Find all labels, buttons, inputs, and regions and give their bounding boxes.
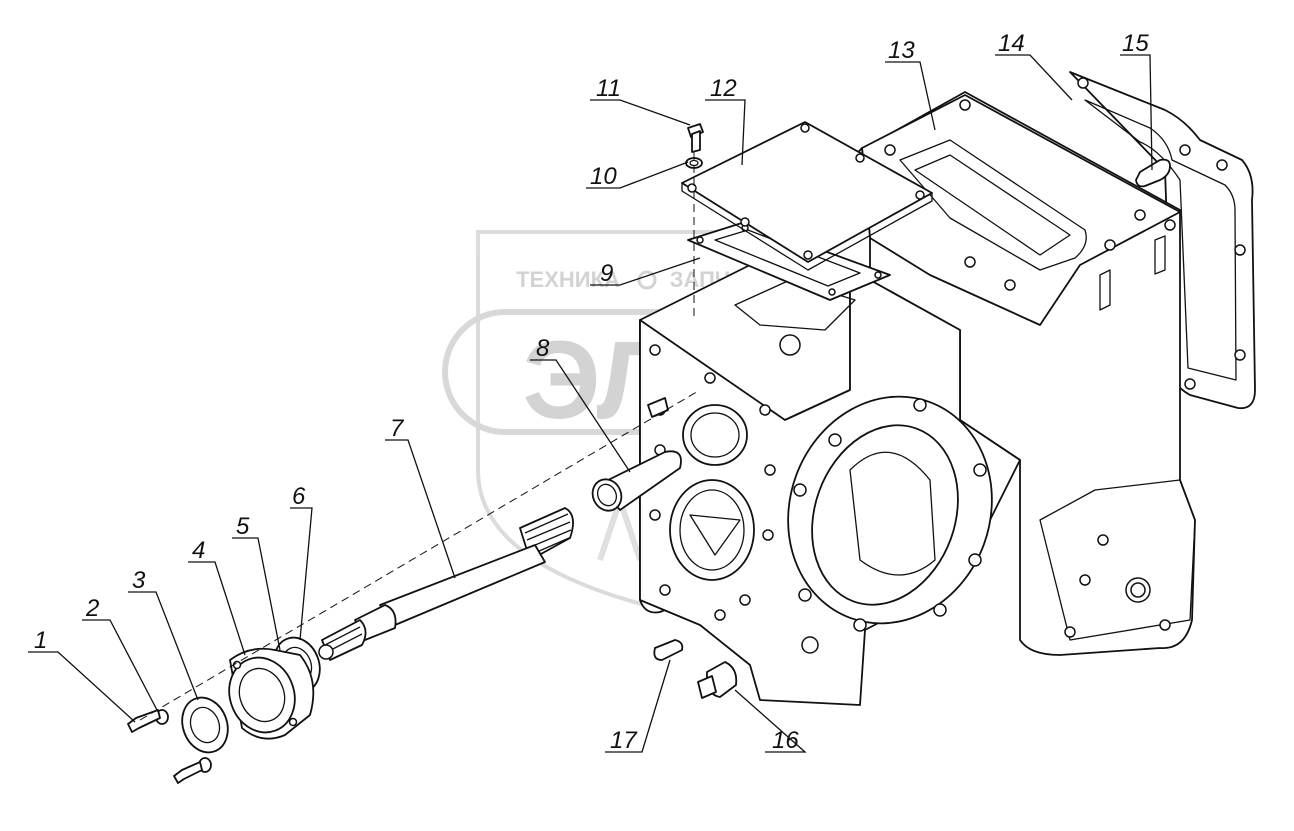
callout-leaders <box>28 54 1153 753</box>
callout-5: 5 <box>236 513 250 540</box>
dowel-pin-17 <box>653 639 684 661</box>
bolt-11 <box>687 123 704 153</box>
callout-7: 7 <box>390 415 405 442</box>
callout-11: 11 <box>596 75 621 102</box>
callout-1: 1 <box>34 627 47 654</box>
callout-10: 10 <box>590 163 617 190</box>
callout-17: 17 <box>610 727 638 754</box>
watermark-left-text: ТЕХНИКА <box>516 267 620 292</box>
callout-labels: 1 2 3 4 5 6 7 8 9 10 11 12 13 14 15 16 1… <box>34 30 1149 754</box>
callout-2: 2 <box>85 595 99 622</box>
bearing-cover-4-5 <box>228 647 315 740</box>
gearbox-housing <box>639 91 1196 706</box>
callout-4: 4 <box>192 537 205 564</box>
dowel-pin-15 <box>1135 158 1171 188</box>
splined-shaft-7 <box>321 507 574 661</box>
front-dowel-pin <box>647 397 669 418</box>
callout-6: 6 <box>292 483 306 510</box>
callout-8: 8 <box>536 335 550 362</box>
callout-14: 14 <box>998 30 1025 57</box>
callout-12: 12 <box>710 75 737 102</box>
drain-plug-16 <box>697 661 738 699</box>
bushing-tube-8 <box>591 450 682 512</box>
callout-16: 16 <box>772 727 799 754</box>
callout-3: 3 <box>132 567 146 594</box>
callout-9: 9 <box>600 260 613 287</box>
oil-seal-3 <box>181 696 229 754</box>
top-cover-plate <box>681 121 933 271</box>
callout-15: 15 <box>1122 30 1149 57</box>
gear-icon <box>637 270 657 290</box>
bolt-1 <box>127 709 203 784</box>
callout-13: 13 <box>888 37 915 64</box>
